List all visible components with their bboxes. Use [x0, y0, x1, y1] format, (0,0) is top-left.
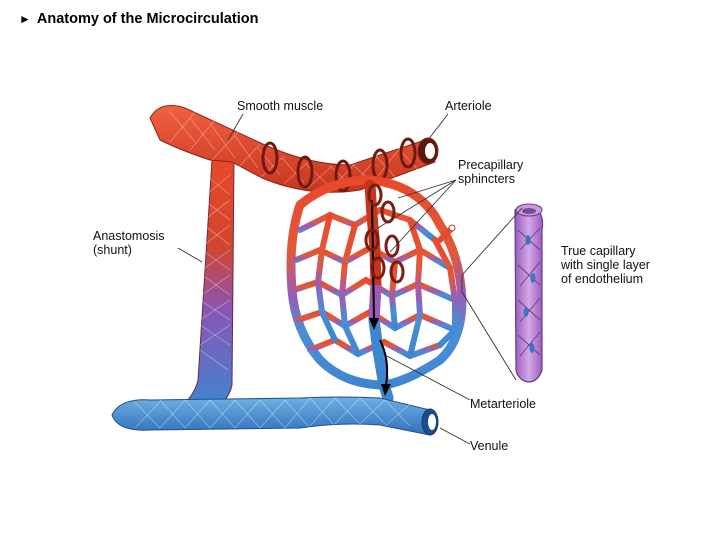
precapillary-sphincters: [364, 183, 405, 284]
label-venule: Venule: [470, 439, 509, 453]
anastomosis-vessel: [176, 159, 235, 411]
true-capillary-detail: [514, 203, 544, 383]
page-title: ► Anatomy of the Microcirculation: [19, 11, 258, 27]
leader-lines: [177, 113, 523, 445]
label-anastomosis: Anastomosis (shunt): [93, 229, 165, 257]
title-arrow-icon: ►: [19, 12, 31, 26]
arteriole-vessel: [149, 105, 439, 193]
label-true-capillary: True capillary with single layer of endo…: [561, 244, 650, 286]
label-metarteriole: Metarteriole: [470, 397, 536, 411]
venule-vessel: [111, 396, 439, 436]
label-precapillary-sphincters: Precapillary sphincters: [458, 158, 524, 186]
title-text: Anatomy of the Microcirculation: [36, 11, 259, 27]
metarteriole-vessel: [364, 179, 394, 404]
label-smooth-muscle: Smooth muscle: [237, 99, 324, 113]
label-arteriole: Arteriole: [445, 99, 492, 113]
